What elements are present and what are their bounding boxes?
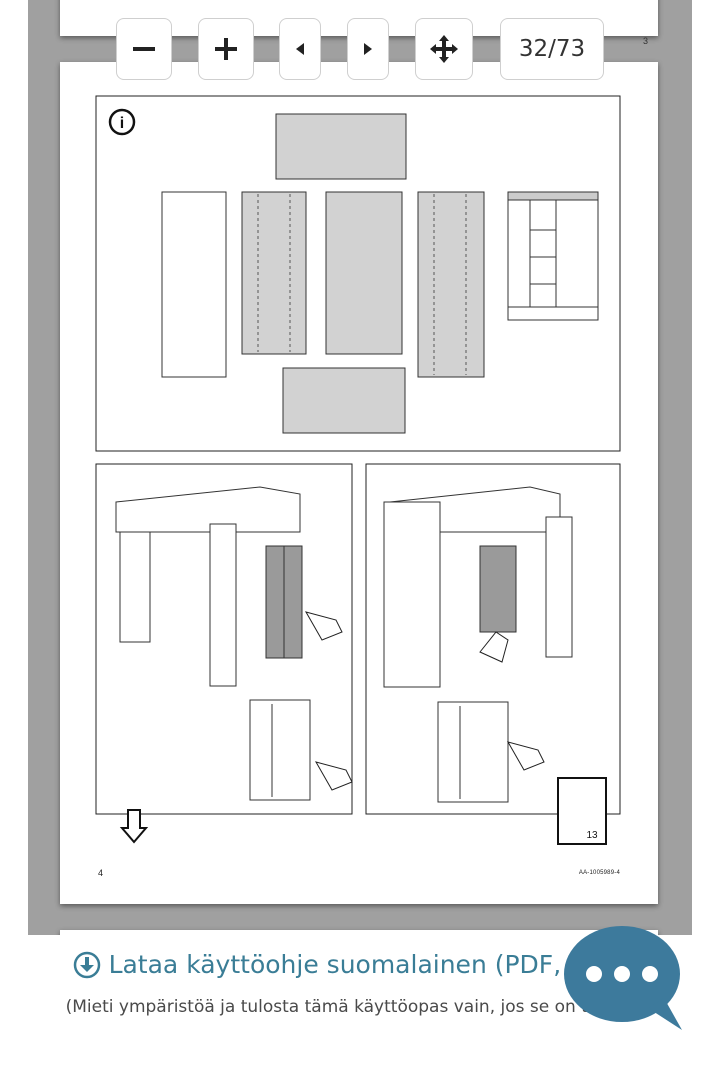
- triangle-left-icon: [296, 43, 304, 55]
- zoom-out-button[interactable]: [116, 18, 172, 80]
- minus-icon: [133, 47, 155, 51]
- chat-bubble-icon: [564, 926, 682, 1030]
- step-number: 13: [586, 830, 598, 841]
- move-button[interactable]: [415, 18, 473, 80]
- info-icon: i: [108, 108, 136, 136]
- move-arrows-icon: [430, 35, 458, 63]
- page-counter[interactable]: 32/73: [500, 18, 604, 80]
- triangle-right-icon: [364, 43, 372, 55]
- viewer-toolbar: 32/73: [0, 18, 720, 84]
- download-note: (Mieti ympäristöä ja tulosta tämä käyttö…: [65, 996, 655, 1017]
- chat-button[interactable]: [560, 922, 686, 1032]
- info-label: i: [120, 115, 124, 132]
- next-page: [60, 930, 658, 935]
- plus-icon: [215, 38, 237, 60]
- page-footer-number: 4: [98, 868, 104, 878]
- download-section: Lataa käyttöohje suomalainen (PDF, 1 MB)…: [0, 950, 720, 1021]
- download-circle-icon: [73, 951, 100, 978]
- download-link-text: Lataa käyttöohje suomalainen (PDF, 1 MB): [108, 950, 642, 979]
- page-footer-code: AA-1005989-4: [578, 870, 620, 876]
- current-page: i: [60, 62, 658, 904]
- previous-page-number: 3: [642, 36, 648, 46]
- document-viewer[interactable]: 3 i: [28, 0, 692, 935]
- instruction-illustration: i: [95, 95, 621, 845]
- previous-page-button[interactable]: [279, 18, 321, 80]
- next-page-button[interactable]: [347, 18, 389, 80]
- download-link[interactable]: Lataa käyttöohje suomalainen (PDF, 1 MB): [73, 950, 642, 979]
- zoom-in-button[interactable]: [198, 18, 254, 80]
